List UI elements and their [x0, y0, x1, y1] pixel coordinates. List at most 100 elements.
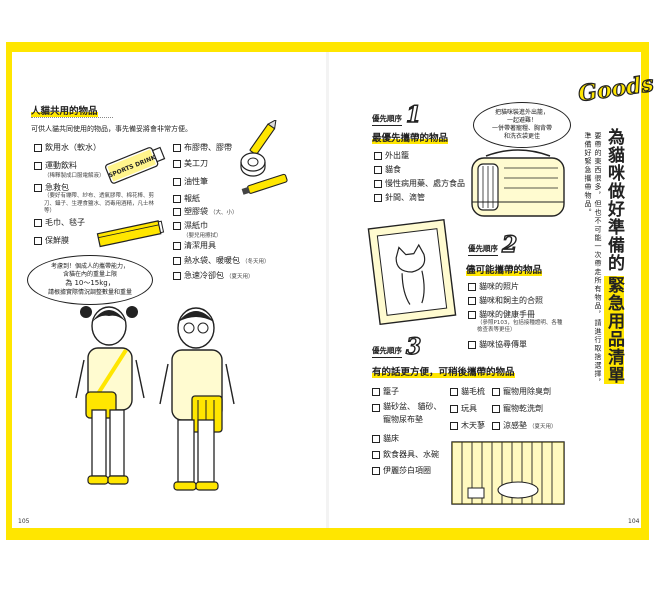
checkbox-icon — [468, 296, 476, 305]
checkbox-icon — [450, 421, 458, 430]
bubble-line: 把貓咪裝進外出籠， — [494, 108, 549, 116]
bubble-line: 考慮到！個成人的攜帶能力， — [50, 263, 129, 271]
list-item: 籠子 — [372, 386, 399, 397]
bubble-line: 和洗衣袋更佳 — [503, 133, 540, 141]
checkbox-icon — [173, 256, 181, 265]
list-item: 熱水袋、暖暖包（冬天用） — [173, 255, 270, 266]
checkbox-icon — [173, 194, 181, 203]
bubble-line: 含貓在內的重量上限 — [62, 271, 117, 279]
list-item: 報紙 — [173, 193, 200, 204]
list-item: 玩具 — [450, 403, 477, 414]
checkbox-icon — [173, 221, 181, 230]
section-title: 人貓共用的物品 — [31, 106, 98, 117]
list-item: 貓咪和飼主的合照 — [468, 295, 543, 306]
subtitle: 要帶的東西很多，但也不可能一次帶走所有物品，請進行取捨選擇，準備好緊急攜帶物品。 — [584, 132, 602, 387]
list-item: 貓食 — [374, 164, 401, 175]
list-item: 塑膠袋（大、小） — [173, 206, 238, 217]
list-item: 急速冷卻包（夏天用） — [173, 270, 254, 281]
sports-drink-illustration: SPORTS DRINK — [105, 146, 166, 184]
list-item: 伊麗莎白項圈 — [372, 465, 431, 476]
list-item: 濕紙巾 — [173, 220, 208, 231]
checkbox-icon — [34, 183, 42, 192]
list-item: 貓毛梳 — [450, 386, 485, 397]
priority-2-title: 儘可能攜帶的物品 — [466, 265, 543, 276]
list-item: 外出籠 — [374, 150, 409, 161]
checkbox-icon — [492, 387, 500, 396]
checkbox-icon — [492, 421, 500, 430]
page-number-left: 105 — [18, 518, 30, 525]
checkbox-icon — [173, 207, 181, 216]
list-item: 布膠帶、膠帶 — [173, 142, 232, 153]
cat-photo-illustration — [367, 218, 457, 326]
bubble-line: 一起避難！ — [506, 116, 537, 124]
checkbox-icon — [372, 387, 380, 396]
checkbox-icon — [468, 310, 476, 319]
plastic-wrap-illustration — [96, 220, 165, 248]
checkbox-icon — [374, 193, 382, 202]
checkbox-icon — [374, 165, 382, 174]
list-item: 飲食器具、水碗 — [372, 449, 439, 460]
priority-3-title: 有的話更方便，可稍後攜帶的物品 — [372, 367, 515, 378]
title-underline — [31, 117, 113, 119]
intro-text: 可供人貓共同使用的物品，事先備妥將會非常方便。 — [31, 125, 192, 133]
checkbox-icon — [374, 179, 382, 188]
page-number-right: 104 — [628, 518, 640, 525]
list-item: 保鮮膜 — [34, 235, 69, 246]
list-item: 寵物用除臭劑 — [492, 386, 551, 397]
item-note: （稀釋製成口服電解液） — [44, 173, 105, 179]
cat-cage-illustration — [451, 441, 565, 505]
checkbox-icon — [173, 143, 181, 152]
checkbox-icon — [34, 218, 42, 227]
checkbox-icon — [374, 151, 382, 160]
list-item: 油性筆 — [173, 176, 208, 187]
list-item: 寵物乾洗劑 — [492, 403, 543, 414]
bubble-line: 為 10～15kg， — [65, 279, 115, 288]
item-note: （嬰兒用擦拭） — [183, 233, 222, 239]
list-item: 貓砂盆、 貓砂、寵物尿布墊 — [372, 401, 446, 427]
list-item: 美工刀 — [173, 158, 208, 169]
book-spine — [326, 52, 329, 528]
checkbox-icon — [450, 404, 458, 413]
checkbox-icon — [372, 466, 380, 475]
list-item: 涼感墊（夏天用） — [492, 420, 557, 431]
checkbox-icon — [372, 404, 380, 412]
checkbox-icon — [173, 177, 181, 186]
checkbox-icon — [34, 236, 42, 245]
tools-illustration — [240, 120, 288, 195]
list-item: 飲用水（軟水） — [34, 142, 101, 153]
checkbox-icon — [372, 434, 380, 443]
item-note: （要好有繃帶、紗布、透氣膠帶、棉花棒、剪刀、鑷子、生理食鹽水、消毒用酒精，凡士林… — [44, 193, 155, 215]
list-item: 清潔用具 — [173, 240, 216, 251]
list-item: 急救包 — [34, 182, 69, 193]
checkbox-icon — [173, 271, 181, 280]
list-item: 貓咪的健康手冊 — [468, 309, 535, 320]
cat-carrier-illustration — [471, 149, 565, 217]
priority-1-title: 最優先攜帶的物品 — [372, 133, 449, 144]
checkbox-icon — [468, 340, 476, 349]
item-note: （參照P103，包括接種證明、各種檢查表等更佳） — [477, 320, 563, 334]
list-item: 毛巾、毯子 — [34, 217, 85, 228]
list-item: 貓咪的照片 — [468, 281, 519, 292]
list-item: 慢性病用藥、處方食品 — [374, 178, 465, 189]
checkbox-icon — [468, 282, 476, 291]
checkbox-icon — [173, 241, 181, 250]
list-item: 針間、滴管 — [374, 192, 425, 203]
checkbox-icon — [492, 404, 500, 413]
list-item: 運動飲料 — [34, 160, 77, 171]
checkbox-icon — [34, 143, 42, 152]
bubble-line: 請根據實際情況調整數量和重量 — [47, 288, 132, 296]
list-item: 木天蓼 — [450, 420, 485, 431]
checkbox-icon — [372, 450, 380, 459]
checkbox-icon — [173, 159, 181, 168]
list-item: 貓床 — [372, 433, 399, 444]
bubble-line: 一併帶著寵糧、胸背帶 — [491, 125, 552, 132]
checkbox-icon — [450, 387, 458, 396]
people-with-cats-illustration — [75, 306, 235, 491]
tip-bubble: 考慮到！個成人的攜帶能力， 含貓在內的重量上限 為 10～15kg， 請根據實際… — [27, 255, 153, 305]
checkbox-icon — [34, 161, 42, 170]
list-item: 貓咪協尋傳單 — [468, 339, 527, 350]
carrier-tip-bubble: 把貓咪裝進外出籠， 一起避難！ 一併帶著寵糧、胸背帶 和洗衣袋更佳 — [473, 102, 571, 148]
